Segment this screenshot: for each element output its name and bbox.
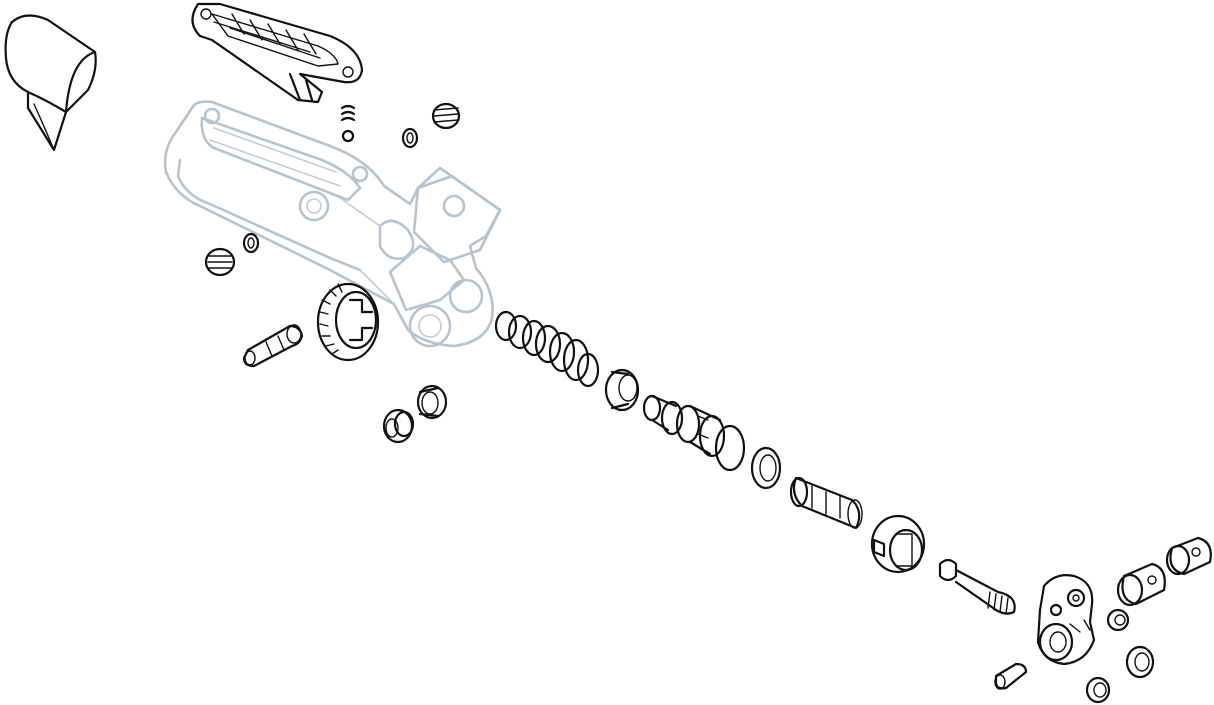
reservoir-cap <box>191 2 364 104</box>
fitting-o-ring <box>242 232 260 254</box>
push-rod-bolt <box>938 558 1016 615</box>
boot-cover <box>4 14 97 152</box>
reach-adjust-gear <box>316 282 380 362</box>
piston <box>642 394 746 472</box>
clamp-insert <box>1106 608 1130 632</box>
bushing-plain <box>416 384 448 420</box>
sleeve <box>789 476 863 530</box>
clamp-body <box>1036 574 1096 666</box>
bleed-port-screw <box>401 102 461 149</box>
pivot-pin <box>242 324 304 368</box>
bleed-screw-small <box>340 104 356 122</box>
primary-cup-seal <box>604 368 640 412</box>
clamp-barrel-small <box>1165 536 1212 576</box>
clamp-bushing <box>1085 645 1155 704</box>
clamp-barrel-large <box>1116 562 1166 607</box>
secondary-seal <box>750 446 782 490</box>
o-ring-small <box>341 129 355 143</box>
bushing-flanged <box>382 408 415 444</box>
clamp-pin <box>994 662 1028 690</box>
hose-fitting-screw <box>204 247 236 277</box>
lever-body <box>163 100 502 348</box>
return-spring <box>494 310 600 388</box>
adjuster-nut <box>870 514 926 574</box>
